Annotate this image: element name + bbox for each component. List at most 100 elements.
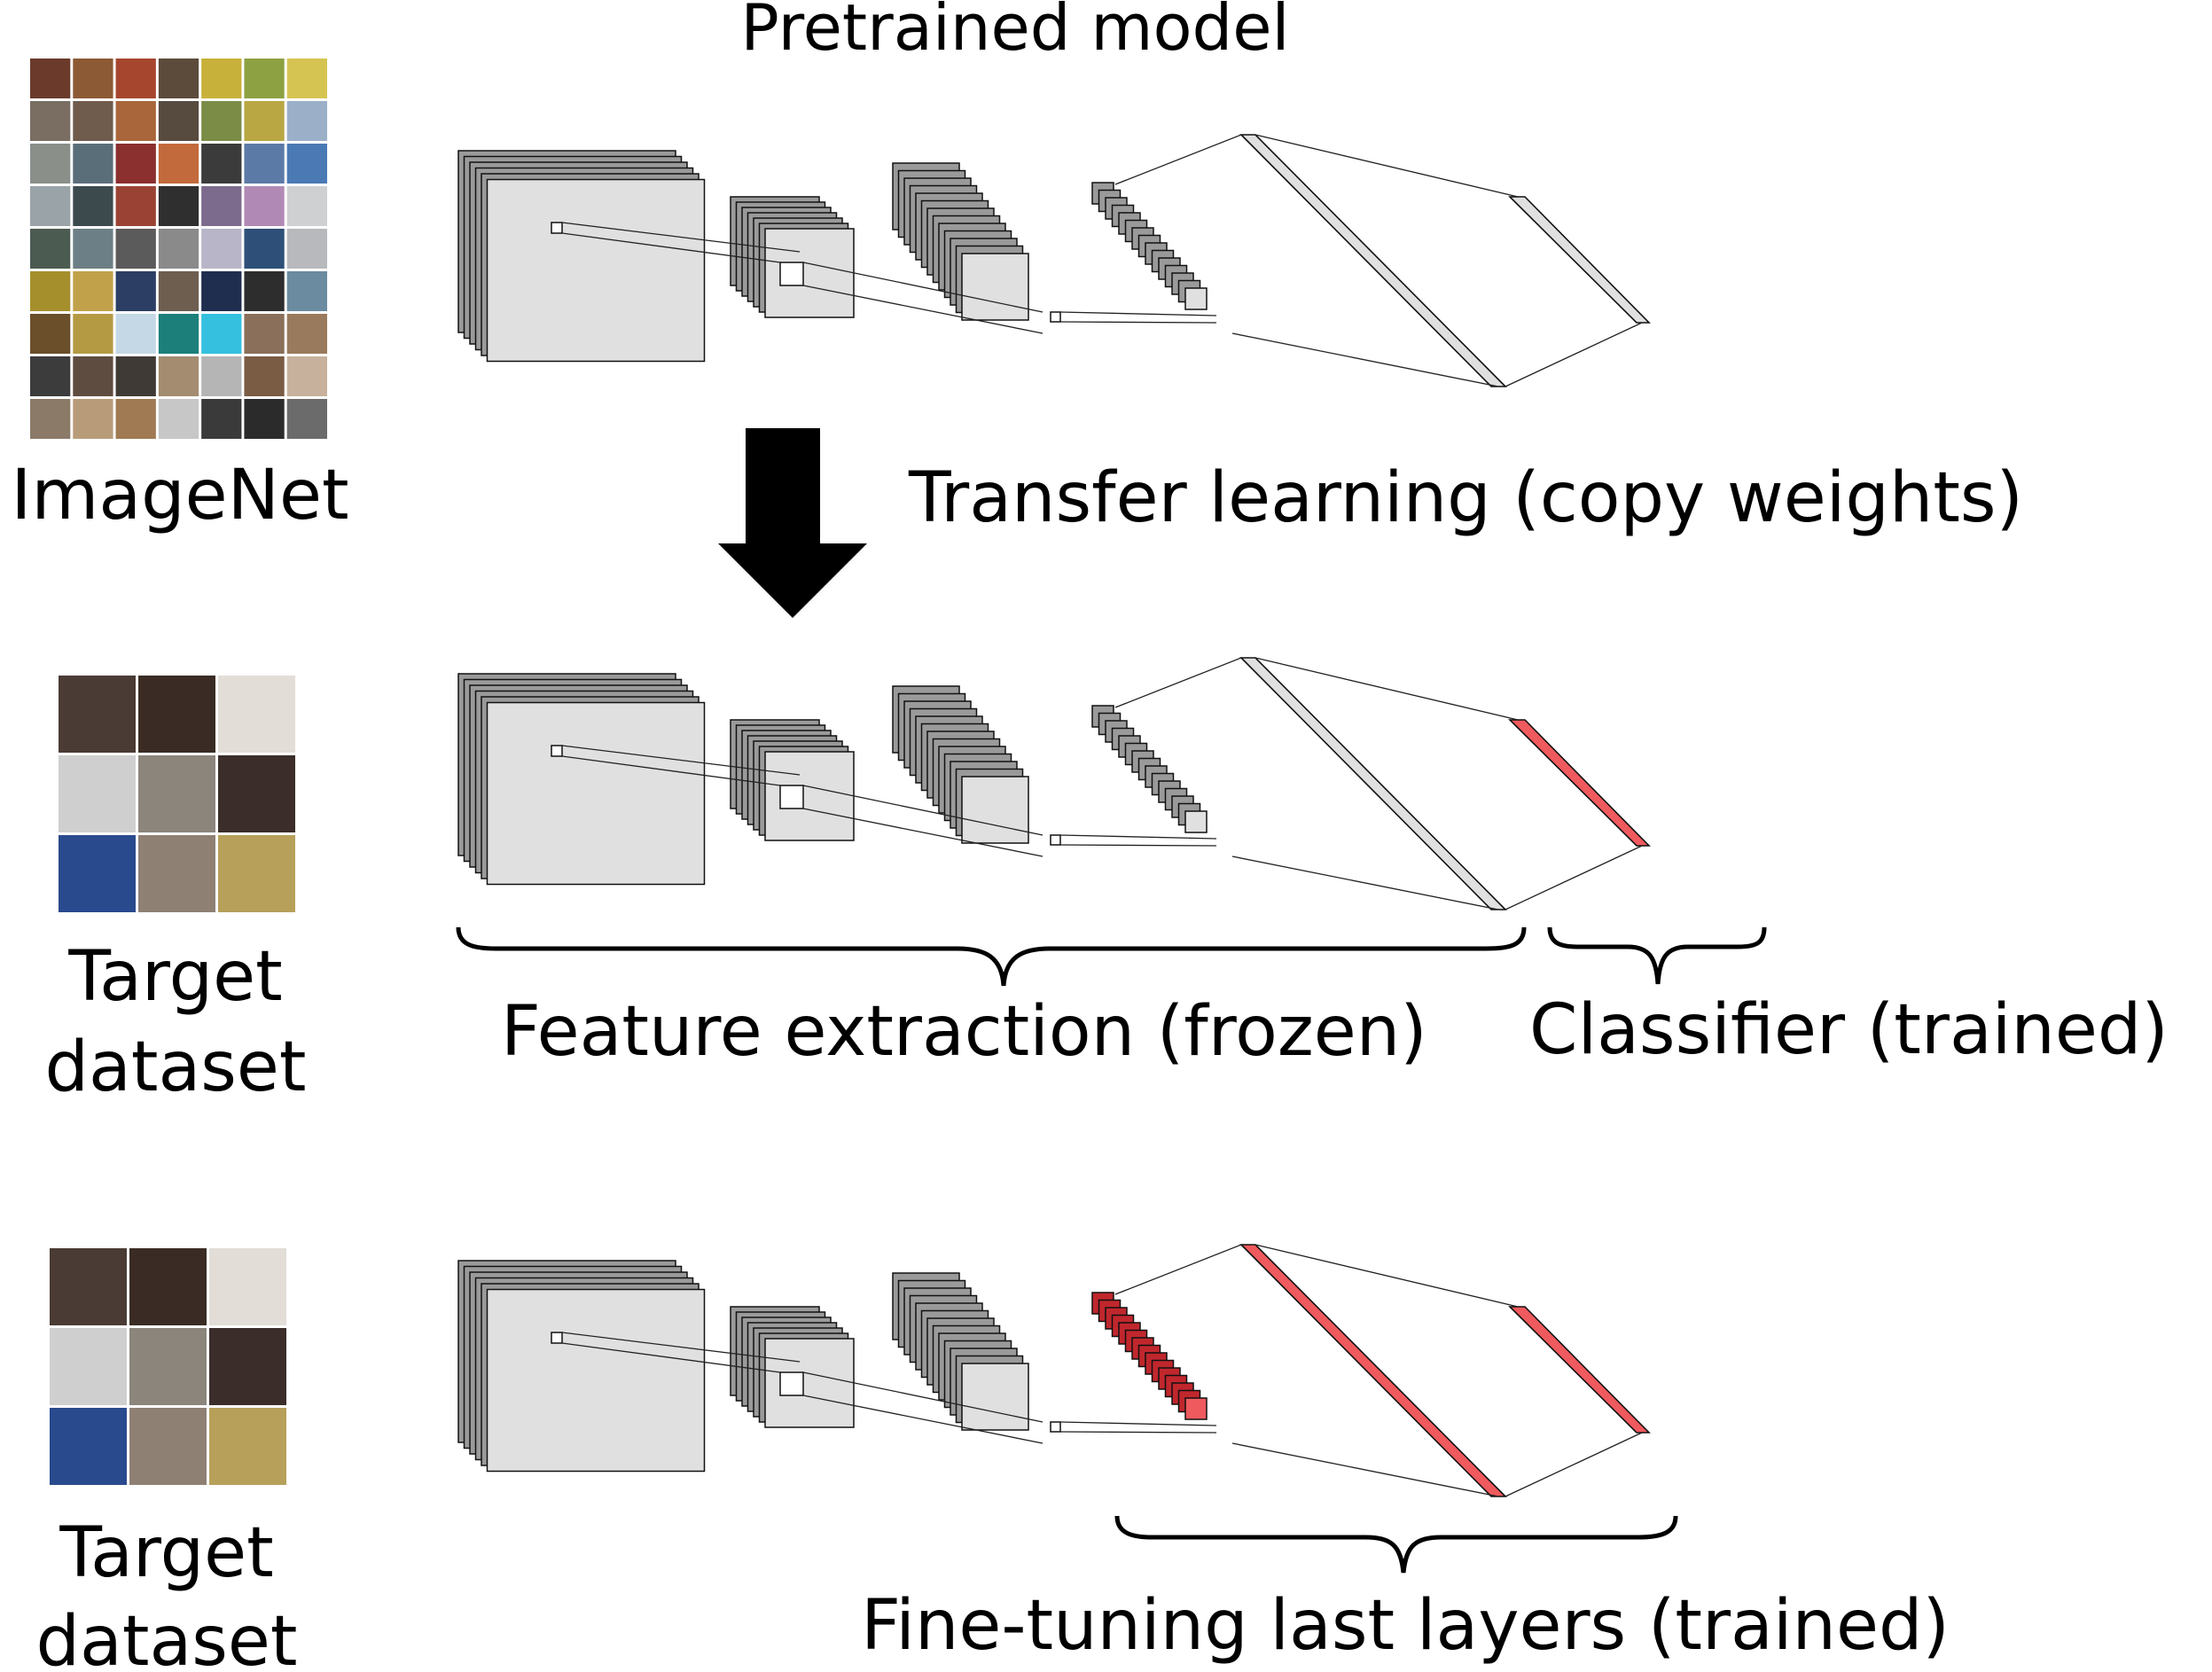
image-tile [59,835,136,912]
conv3-layer [892,685,1029,844]
fc2-bottom-connection [1505,322,1643,387]
classifier-label: Classifier (trained) [1529,990,2169,1070]
image-tile [50,1248,127,1325]
fc2-top-connection [1255,1244,1519,1308]
feature-map [1184,1397,1208,1420]
image-tile [115,314,156,354]
connection-line [1059,844,1217,847]
target-dataset-image-grid-2 [50,1248,286,1485]
image-tile [218,755,295,832]
image-tile [158,229,199,269]
kernel-box [551,222,563,234]
image-tile [244,356,285,396]
kernel-box [779,1371,804,1396]
image-tile [158,59,199,98]
image-tile [50,1328,127,1405]
image-tile [286,314,327,354]
connection-line [1059,311,1217,316]
imagenet-label: ImageNet [11,456,348,535]
fc2-bottom-connection [1505,845,1643,910]
connection-line [802,1395,1043,1444]
fc1-layer [1239,657,1507,910]
image-tile [59,755,136,832]
conv4-layer [1091,182,1208,310]
conv4-layer [1091,1292,1208,1420]
connection-line [1059,321,1217,324]
kernel-box [551,745,563,757]
image-tile [30,314,71,354]
feature-map [486,1288,706,1473]
image-tile [218,676,295,753]
fc2-layer [1508,196,1651,324]
image-tile [73,229,113,269]
target-dataset-2-label-line2: dataset [36,1602,298,1672]
image-tile [286,271,327,311]
feature-extraction-brace [456,926,1527,987]
connection-line [561,232,781,263]
kernel-box [779,262,804,286]
fine-tuning-brace [1114,1515,1678,1574]
image-tile [201,59,242,98]
image-tile [59,676,136,753]
feature-map [764,751,855,841]
connection-line [561,1342,781,1373]
image-tile [129,1408,207,1485]
image-tile [158,186,199,226]
image-tile [286,229,327,269]
image-tile [201,356,242,396]
connection-line [561,222,801,253]
feature-extraction-network [457,657,1651,910]
image-tile [244,271,285,311]
feature-map [486,701,706,886]
image-tile [209,1408,286,1485]
image-tile [73,144,113,184]
image-tile [286,186,327,226]
conv1-layer [457,673,706,886]
fc1-layer [1239,1244,1507,1497]
imagenet-image-grid [30,59,327,439]
fine-tuning-label: Fine-tuning last layers (trained) [861,1586,1950,1666]
image-tile [115,101,156,141]
image-tile [286,356,327,396]
feature-map [764,228,855,318]
classifier-brace [1547,926,1767,985]
connection-line [802,785,1043,836]
conv3-layer [892,1272,1029,1431]
image-tile [73,101,113,141]
fc2-top-connection [1255,657,1519,721]
image-tile [73,314,113,354]
image-tile [158,271,199,311]
kernel-box [1050,1421,1061,1433]
image-tile [129,1328,207,1405]
image-tile [244,229,285,269]
conv1-layer [457,150,706,363]
feature-map [961,1363,1029,1431]
conv2-layer [730,196,855,318]
image-tile [138,835,215,912]
connection-line [1059,1431,1217,1434]
image-tile [73,186,113,226]
conv4-layer [1091,705,1208,833]
connection-line [561,745,801,776]
conv2-layer [730,1306,855,1428]
feature-map [961,776,1029,844]
fc1-top-connection [1114,1244,1242,1295]
conv1-layer [457,1260,706,1473]
fc2-bottom-connection [1505,1432,1643,1497]
image-tile [30,144,71,184]
fc1-top-connection [1114,134,1242,185]
image-tile [244,101,285,141]
image-tile [115,229,156,269]
image-tile [30,399,71,439]
image-tile [30,59,71,98]
target-dataset-1-label-line2: dataset [45,1027,307,1107]
image-tile [158,144,199,184]
image-tile [30,186,71,226]
image-tile [50,1408,127,1485]
connection-line [802,808,1043,857]
conv2-layer [730,719,855,841]
image-tile [129,1248,207,1325]
feature-extraction-label: Feature extraction (frozen) [501,992,1427,1072]
image-tile [201,186,242,226]
